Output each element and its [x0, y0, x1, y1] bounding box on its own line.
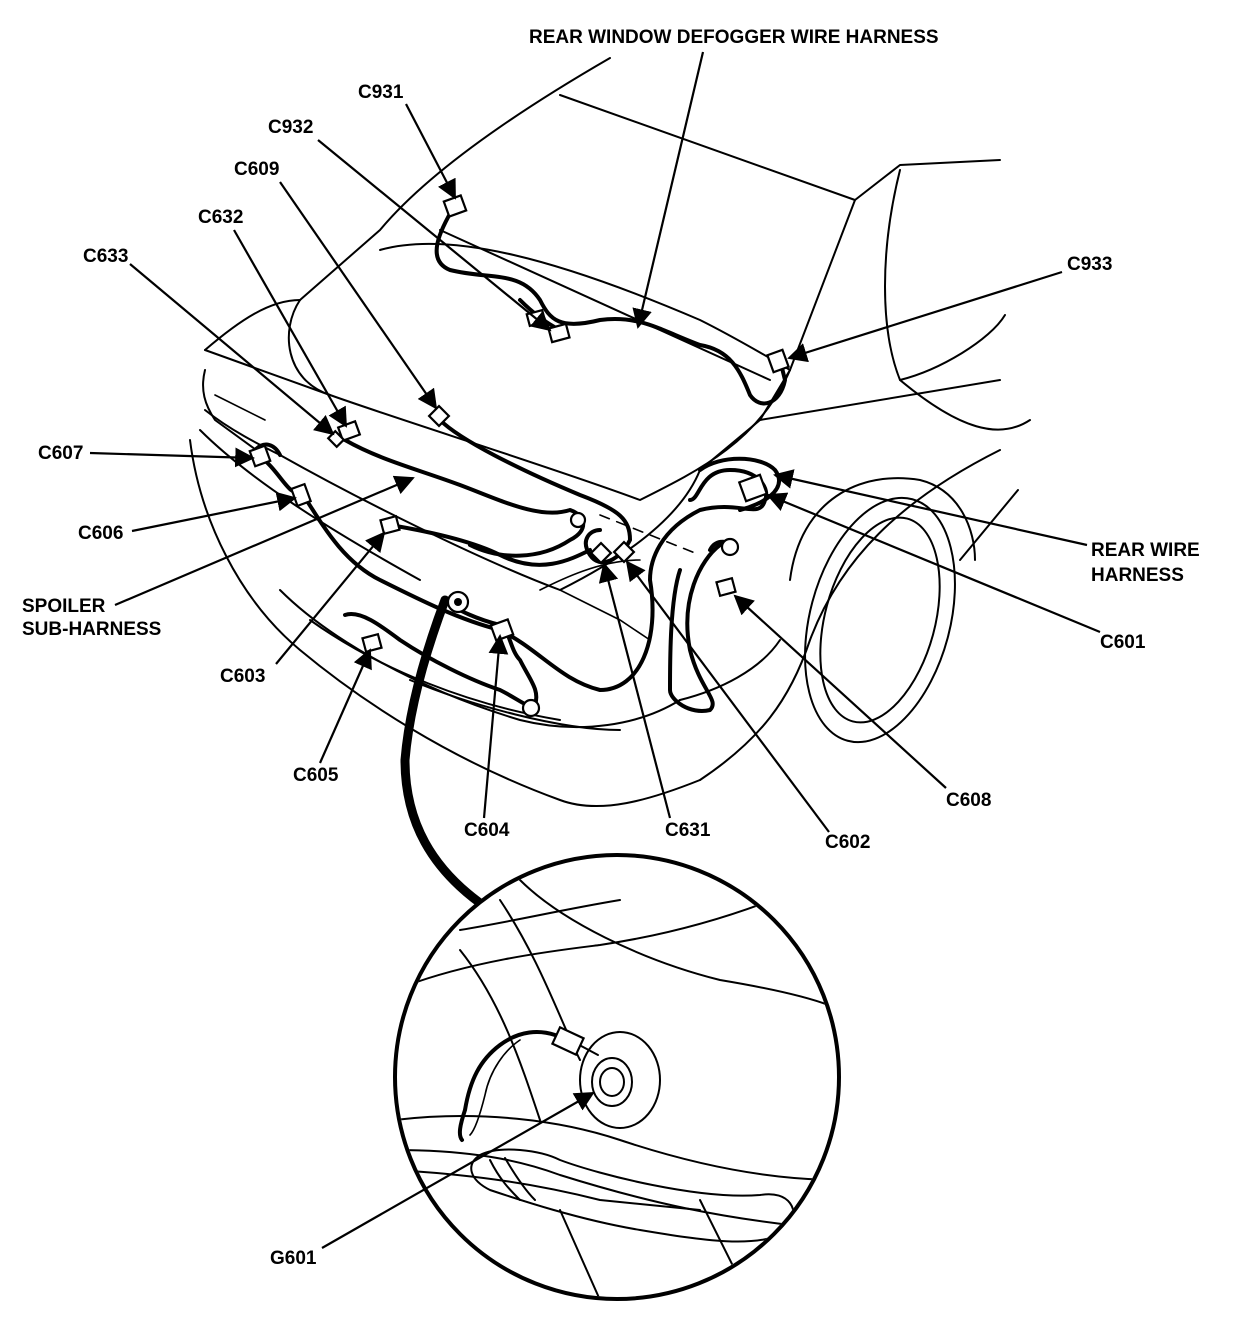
- car-body-outline: [189, 57, 1031, 808]
- labels: REAR WINDOW DEFOGGER WIRE HARNESS C931 C…: [22, 27, 1200, 1269]
- label-c607: C607: [38, 443, 83, 464]
- label-c604: C604: [464, 820, 510, 841]
- g601-detail-inset: [393, 853, 841, 1301]
- rear-wire-harness: [253, 418, 781, 718]
- connector-c932: [547, 322, 571, 344]
- label-c931: C931: [358, 82, 404, 103]
- label-c933: C933: [1067, 254, 1112, 275]
- label-c603: C603: [220, 666, 265, 687]
- label-c601: C601: [1100, 632, 1146, 653]
- label-defogger-harness: REAR WINDOW DEFOGGER WIRE HARNESS: [529, 27, 939, 48]
- label-c608: C608: [946, 790, 991, 811]
- label-c632: C632: [198, 207, 243, 228]
- label-rear-wire-line1: REAR WIRE: [1091, 540, 1200, 561]
- connector-c606: [289, 482, 313, 508]
- label-spoiler-line2: SUB-HARNESS: [22, 619, 161, 640]
- leader-lines: [89, 51, 1101, 1249]
- connector-c931: [442, 193, 468, 219]
- label-g601: G601: [270, 1248, 317, 1269]
- connector-c605: [361, 632, 383, 654]
- connector-c603: [379, 514, 401, 536]
- label-rear-wire-line2: HARNESS: [1091, 565, 1184, 586]
- connector-c631: [589, 541, 613, 565]
- label-spoiler-line1: SPOILER: [22, 596, 106, 617]
- ground-cable: [400, 590, 495, 915]
- label-c932: C932: [268, 117, 313, 138]
- label-c602: C602: [825, 832, 870, 853]
- connector-c602: [612, 540, 636, 564]
- label-c633: C633: [83, 246, 128, 267]
- connector-c933: [765, 348, 791, 374]
- label-c605: C605: [293, 765, 339, 786]
- connector-c601: [737, 473, 769, 503]
- connector-c609: [427, 404, 451, 428]
- label-c631: C631: [665, 820, 711, 841]
- connector-c608: [715, 576, 737, 598]
- connectors: [248, 193, 791, 654]
- label-c609: C609: [234, 159, 279, 180]
- defogger-harness-wire: [434, 203, 787, 406]
- label-c606: C606: [78, 523, 123, 544]
